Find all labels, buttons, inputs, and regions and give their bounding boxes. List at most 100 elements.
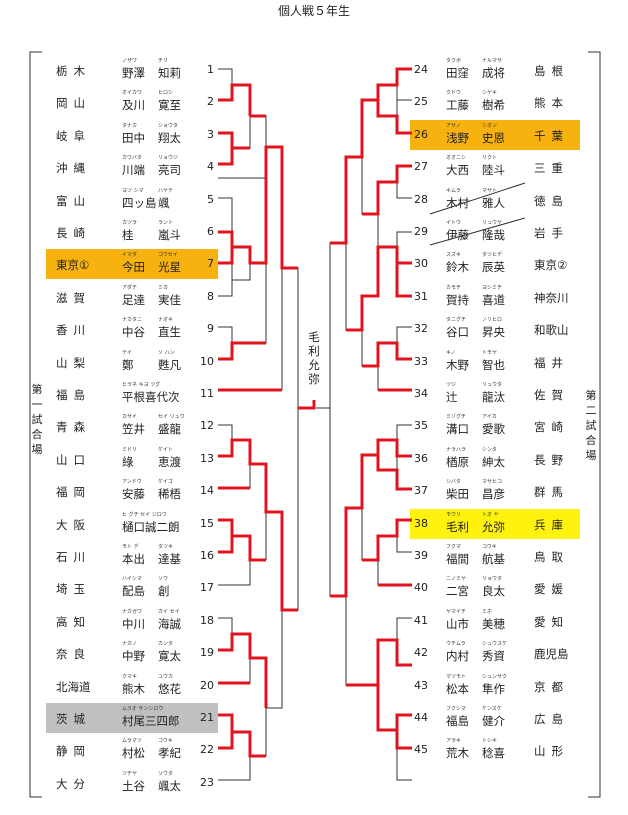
given-name: 創 — [158, 584, 170, 599]
entry-number: 7 — [207, 257, 214, 271]
prefecture: 沖縄 — [56, 161, 91, 176]
given-name: 健介 — [482, 714, 505, 728]
kana-family: テイ — [122, 349, 133, 356]
given-name: 翔太 — [158, 130, 181, 145]
entry-number: 11 — [200, 387, 214, 400]
kana-family: ウチムラ — [446, 641, 466, 648]
entry-number: 2 — [207, 95, 214, 109]
family-name: 福間 — [446, 552, 469, 566]
prefecture: 愛媛 — [534, 582, 569, 597]
prefecture: 佐賀 — [534, 388, 569, 402]
family-name: 山市 — [446, 616, 469, 631]
given-name: 陸斗 — [482, 163, 505, 178]
withdraw-strikes — [429, 182, 526, 246]
entry-number: 26 — [414, 127, 428, 141]
left-court-bracket — [29, 51, 42, 798]
given-name: 紳太 — [482, 454, 505, 469]
prefecture: 福井 — [534, 355, 569, 370]
entry-number: 40 — [414, 581, 428, 595]
given-name: 颯 — [158, 195, 170, 210]
entry-number: 45 — [414, 743, 428, 757]
given-name: 稀梧 — [158, 487, 181, 502]
entry-number: 20 — [200, 678, 214, 692]
given-name: 航基 — [482, 552, 505, 566]
given-name: 寛至 — [158, 98, 181, 113]
given-name: 喜道 — [482, 292, 505, 307]
entry-number: 33 — [414, 354, 428, 368]
family-name: 大西 — [446, 163, 469, 178]
prefecture: 滋賀 — [56, 290, 91, 305]
prefecture: 千葉 — [534, 128, 569, 143]
family-name: 工藤 — [446, 98, 469, 113]
kana-given: トシキ — [482, 738, 498, 745]
family-name: 村尾三四郎 — [122, 714, 180, 728]
bracket-lines — [218, 68, 412, 781]
kana-given: シオン — [482, 122, 498, 129]
kana-family: タクボ — [446, 58, 462, 64]
kana-family: クマキ — [122, 673, 138, 680]
kana-given: マサヒコ — [482, 479, 503, 486]
kana-family: ツジ — [446, 382, 457, 388]
kana-given: シュウスケ — [482, 641, 508, 648]
kana-family: カサイ — [122, 414, 138, 421]
family-name: 綠 — [122, 454, 134, 469]
entry-number: 21 — [200, 711, 214, 724]
entry-number: 3 — [207, 127, 214, 141]
given-name: 嵐斗 — [158, 228, 181, 242]
prefecture: 大阪 — [56, 517, 91, 532]
given-name: 海誠 — [158, 616, 181, 631]
prefecture: 福島 — [56, 388, 91, 402]
kana-family: ヨツ シマ — [122, 187, 144, 194]
kana-given: チリ — [158, 58, 169, 64]
kana-family: ナカガワ — [122, 608, 143, 615]
given-name: 実佳 — [158, 292, 181, 307]
prefecture: 山梨 — [56, 355, 91, 370]
family-name: 川端 — [122, 163, 145, 178]
kana-family: フクマ — [446, 544, 462, 550]
family-name: 木野 — [446, 357, 469, 372]
entry-number: 8 — [207, 289, 214, 303]
given-name: 隼作 — [482, 681, 505, 696]
kana-given: ショウタ — [158, 122, 179, 129]
kana-given: ソ ハン — [158, 349, 175, 356]
family-name: 中野 — [122, 649, 145, 664]
family-name: 辻 — [446, 390, 458, 404]
kana-given: ナルマサ — [482, 58, 503, 64]
prefecture: 群馬 — [534, 485, 569, 500]
family-name: 樋口誠二朗 — [122, 519, 180, 534]
given-name: 成将 — [482, 66, 505, 80]
family-name: 村松 — [122, 746, 145, 761]
kana-given: ヨシミチ — [482, 284, 503, 291]
prefecture: 北海道 — [56, 679, 91, 694]
given-name: 知莉 — [158, 66, 181, 80]
kana-given: ハヤテ — [158, 187, 174, 194]
given-name: 光星 — [158, 260, 181, 275]
given-name: 允弥 — [482, 519, 505, 534]
family-name: 安藤 — [122, 487, 145, 502]
kana-given: コウキ — [158, 738, 173, 745]
family-name: 松本 — [446, 681, 469, 696]
kana-family: ムラマツ — [122, 738, 142, 745]
kana-family: オイカワ — [122, 90, 143, 97]
given-name: 智也 — [482, 357, 505, 372]
kana-family: アサノ — [446, 122, 461, 129]
entry-number: 39 — [414, 549, 428, 562]
entry-number: 25 — [414, 95, 428, 109]
